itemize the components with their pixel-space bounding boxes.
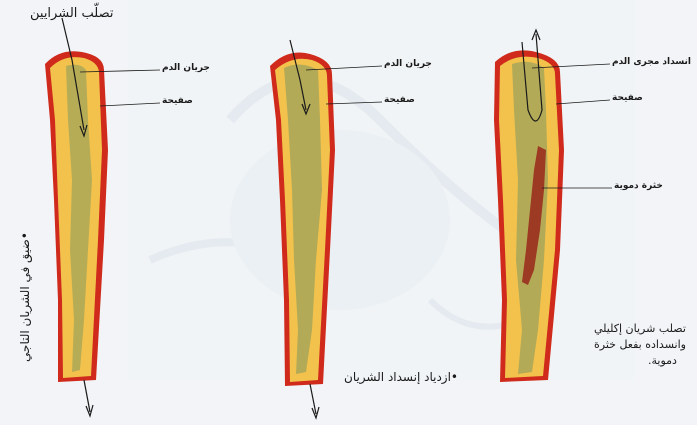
panel1-flow-label: جريان الدم <box>162 63 210 73</box>
panel1-caption: •ضيق في الشريان التاجي <box>18 212 32 382</box>
panel2-caption: •ازدياد إنسداد الشريان <box>344 370 458 384</box>
panel3-caption-line-2: وانسداده بفعل خثرة <box>594 338 686 351</box>
panel2-flow-label: جريان الدم <box>384 59 432 69</box>
diagram-title: تصلّب الشرايين <box>30 6 113 21</box>
panel3-plaque-label: صفيحة <box>612 93 643 103</box>
panel3-caption-line-3: دموية. <box>648 354 677 367</box>
panel2-plaque-label: صفيحة <box>384 95 415 105</box>
panel1-plaque-label: صفيحة <box>162 96 193 106</box>
panel3-caption-line-1: تصلب شريان إكليلي <box>594 322 686 335</box>
panel3-clot-label: خثرة دموية <box>614 181 663 191</box>
panel3-block-label: انسداد مجرى الدم <box>612 57 691 67</box>
